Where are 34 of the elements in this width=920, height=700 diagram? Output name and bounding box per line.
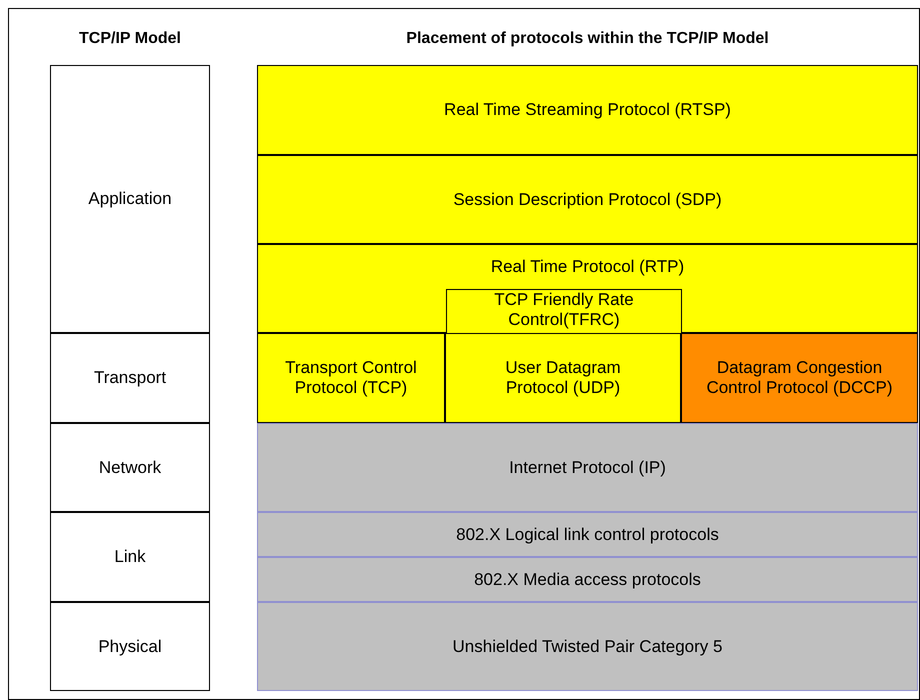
protocol-name: TCP Friendly Rate Control(TFRC) <box>493 290 635 330</box>
protocol-box <box>257 155 918 244</box>
layer-box <box>50 65 210 333</box>
protocol-box <box>257 557 918 602</box>
protocol-box <box>257 512 918 557</box>
protocol-name: Real Time Protocol (RTP) <box>490 257 686 277</box>
protocol-name: 802.X Media access protocols <box>473 570 702 590</box>
protocol-name: User Datagram Protocol (UDP) <box>504 358 622 398</box>
protocol-name: Real Time Streaming Protocol (RTSP) <box>443 100 732 120</box>
protocol-name: Datagram Congestion Control Protocol (DCCP) <box>705 358 894 398</box>
layer-name: Link <box>113 547 147 567</box>
protocol-box <box>257 244 918 333</box>
protocol-name: 802.X Logical link control protocols <box>455 524 720 544</box>
protocol-name: Session Description Protocol (SDP) <box>452 190 723 210</box>
protocol-name: Unshielded Twisted Pair Category 5 <box>452 636 724 656</box>
layer-box <box>50 423 210 512</box>
column-heading: Placement of protocols within the TCP/IP Model <box>405 30 770 48</box>
layer-name: Physical <box>97 636 163 656</box>
protocol-name: Transport Control Protocol (TCP) <box>284 358 418 398</box>
protocol-box <box>445 333 681 423</box>
protocol-box <box>257 602 918 691</box>
protocol-box <box>446 289 682 334</box>
layer-box <box>50 512 210 602</box>
layer-name: Network <box>98 458 162 478</box>
layer-name: Transport <box>92 368 168 388</box>
column-heading: TCP/IP Model <box>78 30 182 48</box>
protocol-box <box>257 65 918 155</box>
layer-box <box>50 602 210 691</box>
layer-box <box>50 333 210 423</box>
protocol-box <box>257 333 445 423</box>
protocol-box <box>257 423 918 512</box>
protocol-box <box>681 333 918 423</box>
protocol-name: Internet Protocol (IP) <box>508 458 667 478</box>
layer-name: Application <box>87 189 173 209</box>
